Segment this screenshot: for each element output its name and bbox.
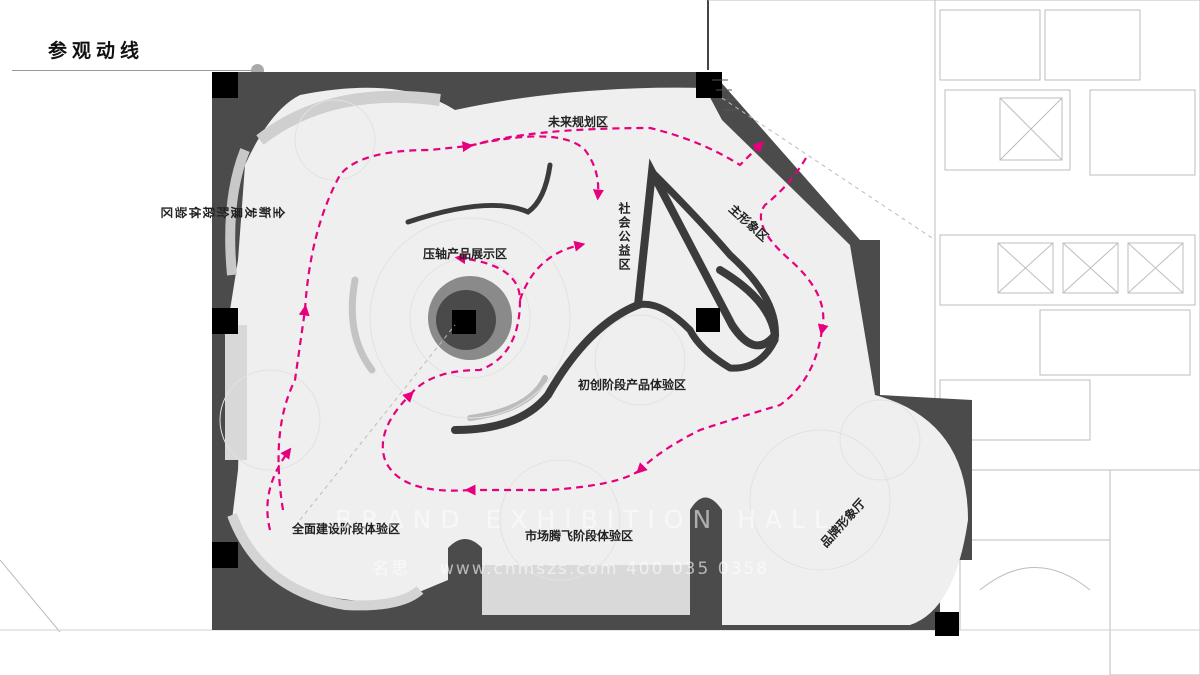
bottom-left-arc [227, 513, 424, 611]
watermark-english: BRAND EXHIBITION HALL [335, 505, 837, 534]
left-side-panel [225, 148, 250, 276]
entrance-stairs [712, 79, 740, 111]
zone-label-startup-product: 初创阶段产品体验区 [578, 377, 686, 392]
dashed-guide-2 [299, 324, 456, 521]
zone-label-compressor-showcase: 压轴产品展示区 [423, 246, 507, 261]
left-arc-wall [256, 90, 441, 145]
visit-route [266, 126, 829, 531]
structural-columns [212, 72, 959, 636]
zone-label-market-stage: 市场腾飞阶段体验区 [525, 528, 633, 543]
interior-partitions [348, 158, 780, 434]
dashed-guide [721, 97, 936, 241]
zone-label-social-welfare: 社会公益区 [617, 201, 631, 272]
zone-label-construction-stage: 全面建设阶段体验区 [291, 521, 400, 536]
zone-label-future-planning: 未来规划区 [547, 114, 608, 129]
left-display-cabinet [225, 325, 247, 460]
watermark-contact: www.cnmszs.com 400 035 0358 [440, 559, 769, 579]
watermark-chinese: 名思 [372, 559, 410, 579]
floor-decoration-circles [219, 99, 921, 581]
page-title: 参观动线 [48, 40, 145, 62]
title-divider [12, 70, 258, 71]
market-stage-bench [482, 565, 690, 615]
zone-label-full-development: 全新发展阶段体验区 [159, 205, 286, 219]
exhibition-floor [230, 87, 968, 625]
